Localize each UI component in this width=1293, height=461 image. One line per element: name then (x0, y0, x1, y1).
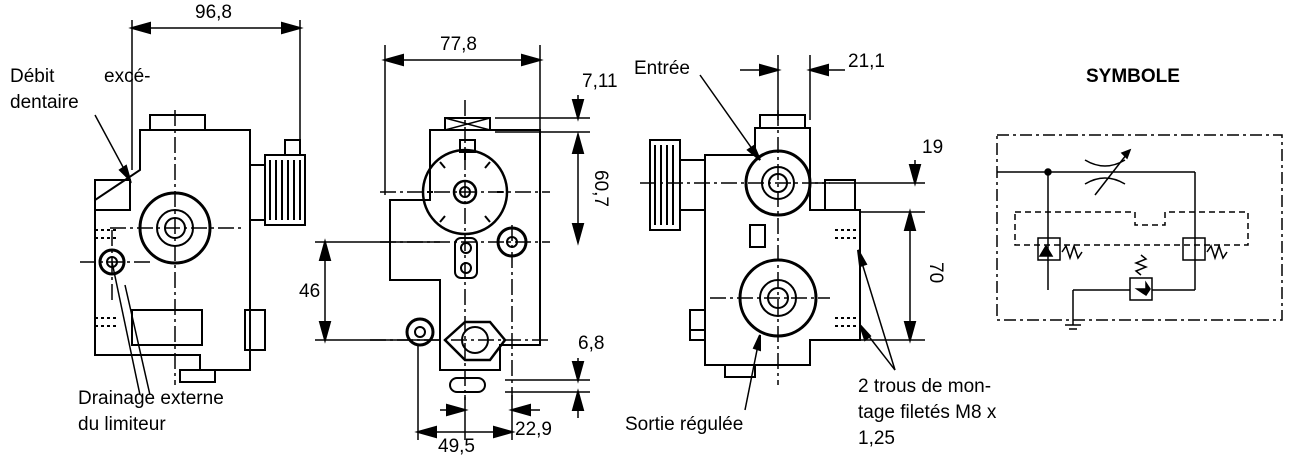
symbol-title: SYMBOLE (1086, 66, 1180, 87)
right-side-view (640, 55, 925, 411)
dim-77-8: 77,8 (440, 34, 477, 55)
dim-46: 46 (299, 281, 321, 302)
label-trous-line1: 2 trous de mon- (858, 376, 992, 397)
dim-96-8: 96,8 (195, 2, 232, 23)
label-debit-word: Débit (10, 66, 55, 87)
label-trous-line3: 1,25 (858, 428, 895, 449)
label-drainage-line1: Drainage externe (78, 388, 224, 409)
dim-60-7: 60,7 (590, 170, 611, 207)
label-debit-dentaire: dentaire (10, 92, 79, 113)
dim-6-8: 6,8 (578, 333, 605, 354)
dim-21-1: 21,1 (848, 51, 885, 72)
dim-70: 70 (925, 262, 946, 284)
dim-49-5: 49,5 (438, 436, 475, 457)
hydraulic-symbol (996, 134, 1283, 330)
label-drainage-line2: du limiteur (78, 414, 166, 435)
label-trous-line2: tage filetés M8 x (858, 402, 997, 423)
label-entree: Entrée (634, 58, 690, 79)
front-view (315, 45, 590, 440)
left-side-view (80, 20, 306, 396)
label-debit-exce: excé- (104, 66, 151, 87)
dim-19: 19 (922, 137, 944, 158)
dim-22-9: 22,9 (515, 419, 552, 440)
label-sortie-regulee: Sortie régulée (625, 414, 744, 435)
dim-7-11: 7,11 (582, 71, 618, 92)
